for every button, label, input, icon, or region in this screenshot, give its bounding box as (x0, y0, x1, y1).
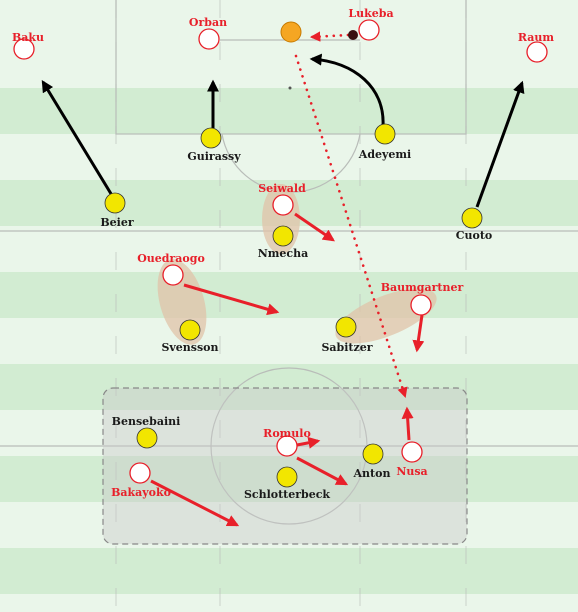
yellow-team (104, 123, 483, 488)
pass-line-short (309, 31, 350, 42)
label-seiwald: Seiwald (258, 182, 306, 195)
label-baku: Baku (12, 31, 44, 44)
label-lukeba: Lukeba (348, 7, 393, 20)
player-svensson (179, 319, 201, 341)
label-romulo: Romulo (263, 427, 311, 440)
ball (280, 21, 302, 43)
player-nusa (401, 441, 423, 463)
label-ouedraogo: Ouedraogo (137, 252, 205, 265)
player-bensebaini (136, 427, 158, 449)
pass-line-long (294, 54, 408, 398)
player-orban (198, 28, 220, 50)
player-lukeba (358, 19, 380, 41)
player-romulo (276, 435, 298, 457)
arrow-baumgartner-move (412, 314, 425, 353)
possessor-marker (348, 30, 358, 40)
label-baumgartner: Baumgartner (381, 281, 464, 294)
label-bensebaini: Bensebaini (112, 415, 181, 428)
arrow-beier-run (41, 79, 118, 203)
label-beier: Beier (100, 216, 133, 229)
label-guirassy: Guirassy (187, 150, 241, 163)
arrow-bakayoko-move (150, 479, 240, 527)
defensive-zone (102, 387, 468, 545)
arrow-cuoto-run (475, 80, 525, 208)
player-seiwald (272, 194, 294, 216)
label-bakayoko: Bakayoko (111, 486, 171, 499)
player-sabitzer (335, 316, 357, 338)
label-nusa: Nusa (396, 465, 427, 478)
red-team (13, 19, 548, 484)
yellow-run-arrows (41, 53, 525, 208)
arrow-romulo-move (296, 436, 321, 449)
label-nmecha: Nmecha (258, 247, 309, 260)
player-anton (362, 443, 384, 465)
player-adeyemi (374, 123, 396, 145)
player-schlotterbeck (276, 466, 298, 488)
label-anton: Anton (353, 467, 391, 480)
player-raum (526, 41, 548, 63)
player-bakayoko (129, 462, 151, 484)
label-schlotterbeck: Schlotterbeck (244, 488, 330, 501)
arrow-romulo-move-2 (296, 456, 349, 486)
arrow-seiwald-move (294, 212, 335, 242)
label-orban: Orban (189, 16, 227, 29)
player-nmecha (272, 225, 294, 247)
label-sabitzer: Sabitzer (321, 341, 372, 354)
red-move-arrows (150, 212, 425, 527)
label-svensson: Svensson (161, 341, 218, 354)
yellow-labels: Guirassy Adeyemi Beier Cuoto Nmecha Sven… (100, 148, 492, 501)
player-beier (104, 192, 126, 214)
player-baumgartner (410, 294, 432, 316)
red-labels: Baku Orban Lukeba Raum Seiwald Ouedraogo… (12, 7, 554, 499)
player-cuoto (461, 207, 483, 229)
arrow-adeyemi-run (309, 53, 385, 127)
arrow-nusa-move (401, 406, 414, 441)
penalty-spot (288, 86, 292, 90)
label-raum: Raum (518, 31, 555, 44)
player-ouedraogo (162, 264, 184, 286)
label-adeyemi: Adeyemi (358, 148, 411, 161)
label-cuoto: Cuoto (456, 229, 493, 242)
penalty-box (115, 0, 467, 135)
player-baku (13, 38, 35, 60)
player-guirassy (200, 127, 222, 149)
arrow-ouedraogo-move (183, 283, 280, 316)
pass-lines (294, 31, 408, 398)
